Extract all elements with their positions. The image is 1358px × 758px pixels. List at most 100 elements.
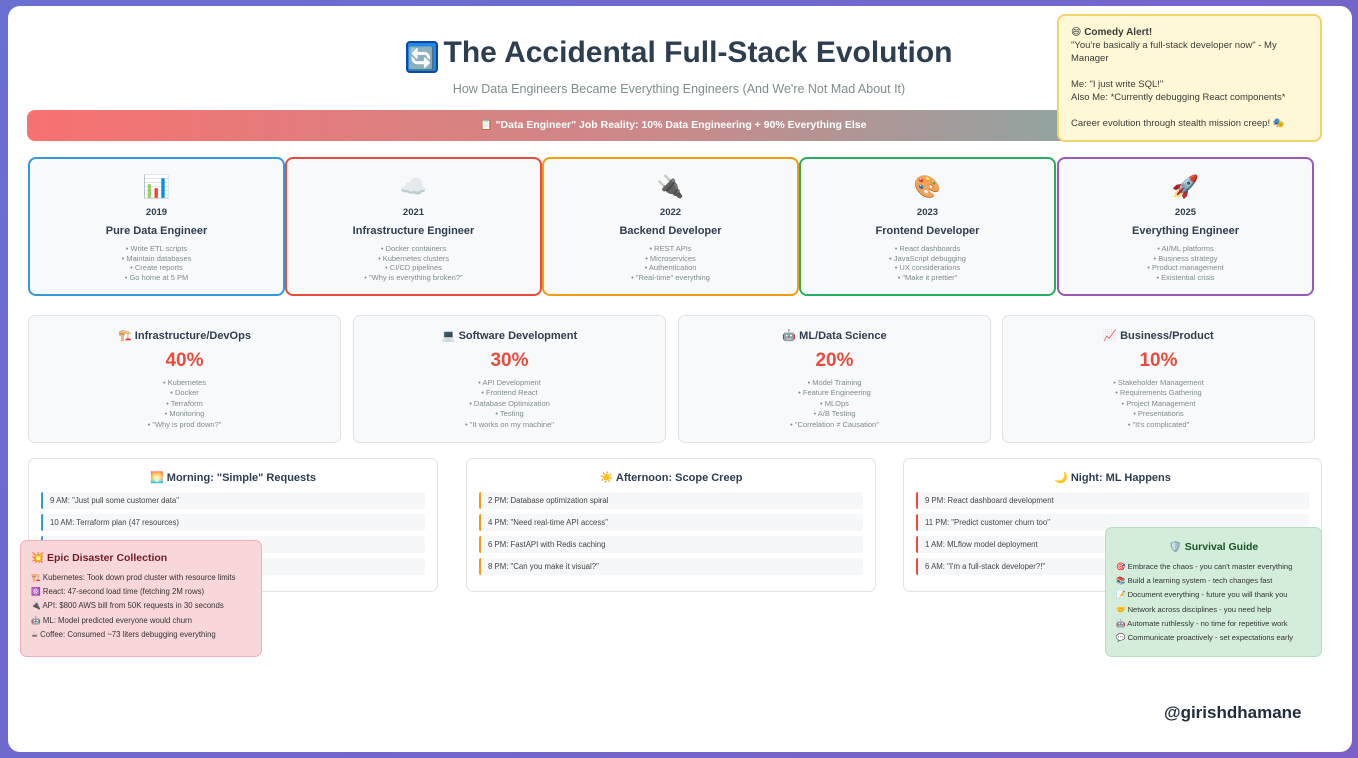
- survival-item: 💬 Communicate proactively - set expectat…: [1116, 633, 1294, 643]
- evolution-item: • AI/ML platforms: [1157, 244, 1214, 253]
- survival-item: 📝 Document everything - future you will …: [1116, 590, 1288, 600]
- palette-icon: 🎨: [913, 174, 942, 199]
- evolution-card-2023: 🎨 2023 Frontend Developer • React dashbo…: [799, 157, 1056, 296]
- disaster-heading: 💥 Epic Disaster Collection: [31, 552, 168, 564]
- skill-percent: 30%: [490, 350, 529, 371]
- timeline-heading: 🌙 Night: ML Happens: [1054, 472, 1171, 484]
- page-title-text: The Accidental Full-Stack Evolution: [443, 36, 953, 69]
- rocket-icon: 🚀: [1171, 174, 1200, 199]
- page-subtitle: How Data Engineers Became Everything Eng…: [452, 82, 906, 96]
- evolution-item: • Maintain databases: [121, 253, 192, 263]
- timeline-row: 11 PM: "Predict customer churn too": [916, 514, 1309, 531]
- disaster-item: 🤖 ML: Model predicted everyone would chu…: [31, 615, 192, 625]
- evolution-item: • REST APIs: [649, 244, 692, 253]
- evolution-item: • Authentication: [644, 263, 697, 272]
- evolution-year: 2022: [659, 207, 682, 218]
- evolution-item: • Go home at 5 PM: [124, 272, 189, 282]
- evolution-role: Frontend Developer: [875, 225, 980, 237]
- skill-card-business: 📈 Business/Product 10% • Stakeholder Man…: [1002, 315, 1315, 443]
- evolution-item: • Write ETL scripts: [125, 244, 188, 253]
- skill-card-ml: 🤖 ML/Data Science 20% • Model Training •…: [678, 315, 991, 443]
- evolution-card-2022: 🔌 2022 Backend Developer • REST APIs • M…: [542, 157, 799, 296]
- survival-heading: 🛡️ Survival Guide: [1168, 541, 1259, 553]
- evolution-item: • Kubernetes clusters: [378, 253, 449, 263]
- skill-item: • "It works on my machine": [465, 419, 554, 429]
- skill-item: • Monitoring: [164, 409, 205, 419]
- timeline-heading: ☀️ Afternoon: Scope Creep: [599, 472, 743, 484]
- evolution-item: • CI/CD pipelines: [385, 263, 442, 272]
- skill-item: • Stakeholder Management: [1113, 378, 1204, 387]
- skill-name: 🏗️ Infrastructure/DevOps: [118, 330, 251, 342]
- evolution-role: Everything Engineer: [1132, 225, 1239, 237]
- skill-item: • Testing: [495, 409, 524, 419]
- survival-item: 🤝 Network across disciplines - you need …: [1116, 604, 1272, 614]
- survival-guide-box: 🛡️ Survival Guide 🎯 Embrace the chaos - …: [1105, 527, 1322, 657]
- skill-item: • MLOps: [820, 398, 849, 408]
- comedy-line: Career evolution through stealth mission…: [1071, 118, 1285, 129]
- refresh-icon: 🔄: [405, 41, 438, 73]
- timeline-heading: 🌅 Morning: "Simple" Requests: [150, 472, 316, 484]
- skill-percent: 10%: [1139, 350, 1178, 371]
- survival-item: 🎯 Embrace the chaos - you can't master e…: [1116, 562, 1293, 571]
- evolution-item: • JavaScript debugging: [889, 253, 966, 263]
- evolution-item: • Create reports: [130, 263, 183, 272]
- disaster-item: ☕ Coffee: Consumed ~73 liters debugging …: [31, 629, 216, 639]
- disaster-item: 🏗️ Kubernetes: Took down prod cluster wi…: [31, 573, 236, 582]
- skill-percent: 20%: [815, 350, 854, 371]
- evolution-item: • Business strategy: [1153, 253, 1218, 263]
- comedy-line: "You're basically a full-stack developer…: [1071, 40, 1277, 64]
- evolution-item: • Docker containers: [380, 244, 447, 253]
- skill-item: • "Correlation ≠ Causation": [790, 419, 879, 429]
- evolution-item: • UX considerations: [894, 263, 961, 272]
- skill-item: • Docker: [170, 388, 199, 398]
- evolution-card-2025: 🚀 2025 Everything Engineer • AI/ML platf…: [1057, 157, 1314, 296]
- skill-item: • "It's complicated": [1127, 419, 1190, 429]
- evolution-item: • "Why is everything broken?": [364, 272, 463, 282]
- skill-card-software: 💻 Software Development 30% • API Develop…: [353, 315, 666, 443]
- skill-item: • Kubernetes: [162, 378, 207, 387]
- skill-item: • Database Optimization: [469, 398, 550, 408]
- cloud-icon: ☁️: [399, 174, 428, 199]
- evolution-item: • Existential crisis: [1156, 272, 1215, 282]
- evolution-year: 2021: [402, 207, 425, 218]
- evolution-item: • Product management: [1147, 263, 1224, 272]
- skill-name: 🤖 ML/Data Science: [782, 330, 887, 342]
- timeline-row: 9 PM: React dashboard development: [916, 492, 1309, 509]
- evolution-card-2019: 📊 2019 Pure Data Engineer • Write ETL sc…: [28, 157, 285, 296]
- skill-name: 📈 Business/Product: [1103, 330, 1214, 342]
- page-title: 🔄The Accidental Full-Stack Evolution: [0, 36, 1358, 73]
- evolution-role: Backend Developer: [619, 225, 722, 237]
- evolution-year: 2025: [1174, 207, 1197, 218]
- evolution-item: • "Real-time" everything: [631, 272, 710, 282]
- skill-item: • Requirements Gathering: [1115, 388, 1202, 398]
- timeline-row: 4 PM: "Need real-time API access": [479, 514, 863, 531]
- author-handle: @girishdhamane: [1164, 703, 1302, 722]
- skill-item: • Frontend React: [481, 388, 538, 398]
- skill-card-infrastructure: 🏗️ Infrastructure/DevOps 40% • Kubernete…: [28, 315, 341, 443]
- disaster-item: ⚛️ React: 47-second load time (fetching …: [31, 587, 205, 597]
- evolution-item: • "Make it prettier": [897, 272, 958, 282]
- survival-item: 📚 Build a learning system - tech changes…: [1116, 576, 1273, 586]
- skill-item: • Model Training: [807, 378, 862, 387]
- evolution-card-2021: ☁️ 2021 Infrastructure Engineer • Docker…: [285, 157, 542, 296]
- skill-percent: 40%: [165, 350, 204, 371]
- timeline-row: 2 PM: Database optimization spiral: [479, 492, 863, 509]
- plug-icon: 🔌: [656, 174, 685, 199]
- disaster-item: 🔌 API: $800 AWS bill from 50K requests i…: [31, 601, 224, 611]
- timeline-card-afternoon: ☀️ Afternoon: Scope Creep 2 PM: Database…: [466, 458, 876, 592]
- chart-icon: 📊: [142, 174, 171, 199]
- comedy-alert-heading: 😄 Comedy Alert!: [1071, 27, 1153, 38]
- survival-item: 🤖 Automate ruthlessly - no time for repe…: [1116, 618, 1288, 628]
- skill-item: • Terraform: [166, 398, 203, 408]
- skill-item: • A/B Testing: [813, 409, 856, 419]
- evolution-role: Infrastructure Engineer: [352, 225, 475, 237]
- evolution-item: • React dashboards: [894, 244, 961, 253]
- timeline-row: 9 AM: "Just pull some customer data": [41, 492, 425, 509]
- comedy-line: Me: "I just write SQL!" Also Me: *Curren…: [1071, 79, 1286, 103]
- evolution-item: • Microservices: [645, 253, 696, 263]
- evolution-year: 2019: [145, 207, 168, 218]
- disaster-collection-box: 💥 Epic Disaster Collection 🏗️ Kubernetes…: [20, 540, 262, 657]
- skill-item: • Presentations: [1133, 409, 1184, 419]
- evolution-role: Pure Data Engineer: [105, 225, 208, 237]
- skill-item: • API Development: [478, 378, 541, 387]
